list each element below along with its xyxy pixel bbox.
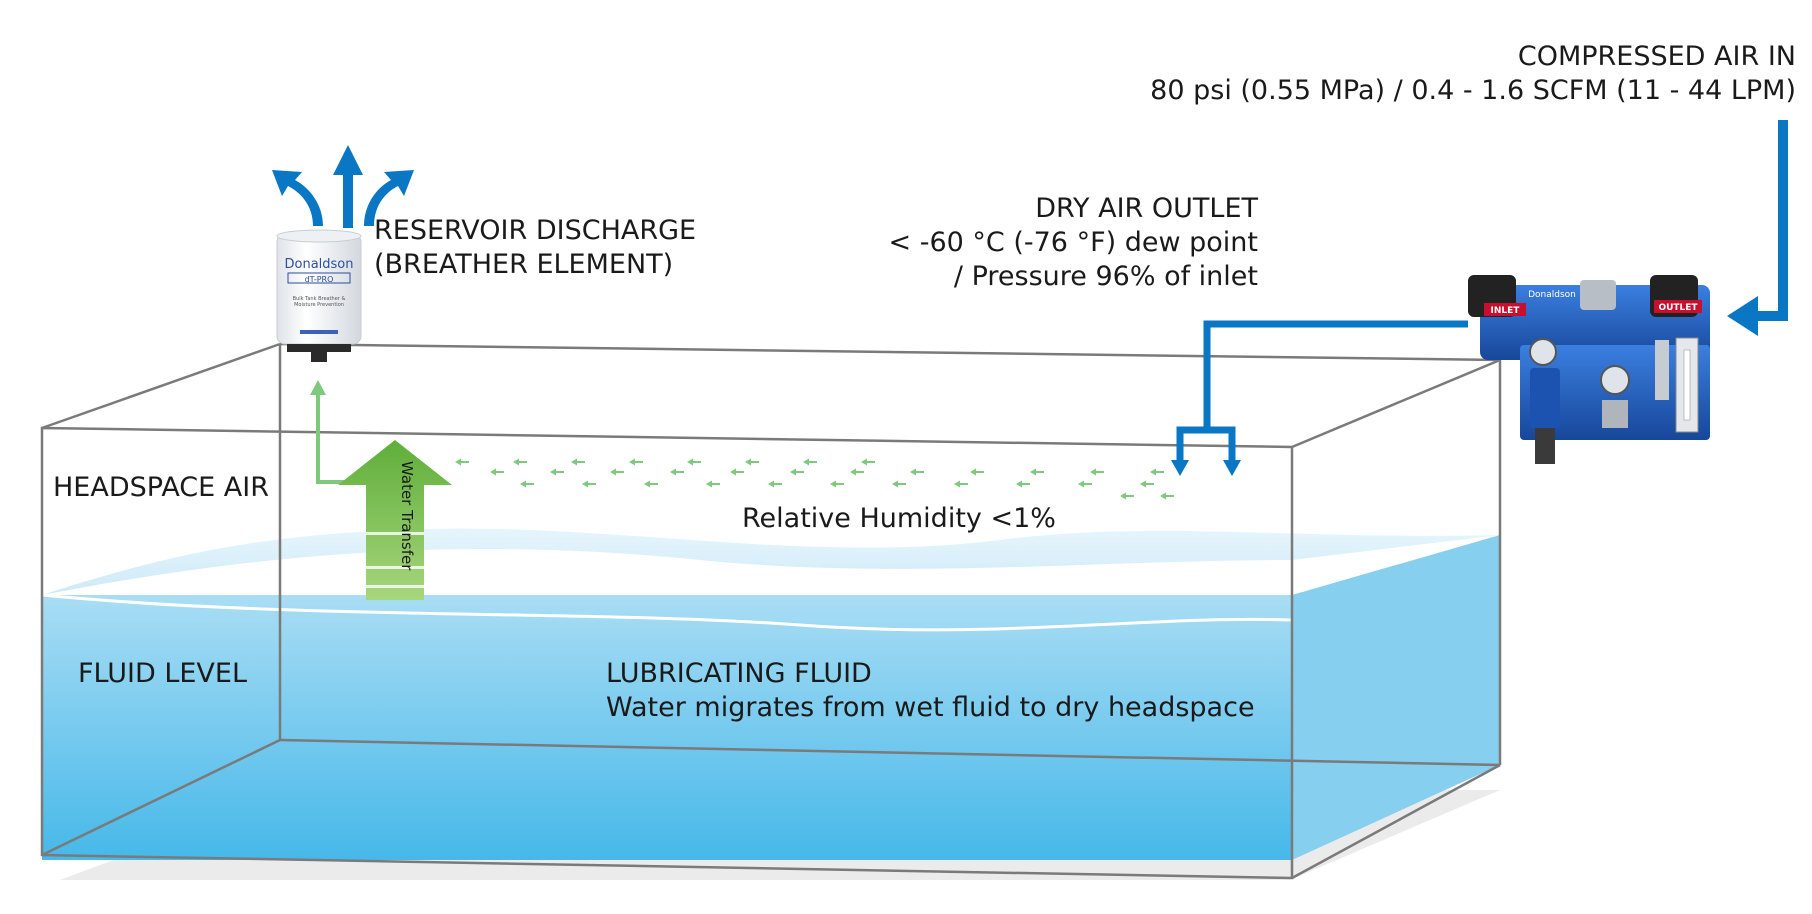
flow-arrow-head <box>803 458 809 466</box>
flow-arrow-head <box>1120 492 1126 500</box>
moisture-path-line <box>316 392 350 484</box>
lubricating-fluid-label: LUBRICATING FLUID Water migrates from we… <box>606 657 1255 725</box>
lubricating-fluid-title: LUBRICATING FLUID <box>606 658 872 689</box>
flow-arrow-head <box>571 458 577 466</box>
flow-arrow-head <box>892 480 898 488</box>
headspace-air-label: HEADSPACE AIR <box>53 472 269 503</box>
dryer-outlet-tag: OUTLET <box>1658 303 1698 313</box>
flow-arrow-head <box>790 468 796 476</box>
flow-arrow-head <box>455 458 461 466</box>
fluid-side-face <box>1292 535 1500 860</box>
flow-arrow-head <box>730 468 736 476</box>
water-transfer-arrow <box>338 440 452 600</box>
compressed-air-label: COMPRESSED AIR IN 80 psi (0.55 MPa) / 0.… <box>1150 40 1796 108</box>
flow-arrow-head <box>745 458 751 466</box>
breather-element: Donaldson dT-PRO Bulk Tank Breather & Mo… <box>276 229 362 362</box>
flow-arrow-head <box>1160 492 1166 500</box>
flow-arrow-head <box>687 458 693 466</box>
lubricating-fluid-desc: Water migrates from wet fluid to dry hea… <box>606 691 1255 723</box>
flow-arrow-head <box>850 468 856 476</box>
flow-arrow-head <box>644 480 650 488</box>
flow-arrow-head <box>1090 468 1096 476</box>
flow-arrow-head <box>830 480 836 488</box>
flow-arrow-head <box>910 468 916 476</box>
fluid-surface <box>42 528 1500 595</box>
dryer-brand: Donaldson <box>1528 290 1576 300</box>
reservoir-discharge-label: RESERVOIR DISCHARGE (BREATHER ELEMENT) <box>374 214 696 282</box>
flow-arrow-head <box>1078 480 1084 488</box>
flow-arrow-head <box>513 458 519 466</box>
breather-caption-1: Bulk Tank Breather & <box>293 296 346 302</box>
dryer-inlet-tag: INLET <box>1491 306 1521 316</box>
flow-arrow-head <box>1016 480 1022 488</box>
fluid-surface-edge <box>41 593 1293 632</box>
breather-caption-2: Moisture Prevention <box>294 302 344 308</box>
flow-arrow-head <box>490 468 496 476</box>
flow-arrow-head <box>520 480 526 488</box>
breather-product: dT-PRO <box>305 275 334 284</box>
flow-arrow-head <box>1140 480 1146 488</box>
flow-arrow-head <box>610 468 616 476</box>
dry-air-outlet-pressure: / Pressure 96% of inlet <box>953 260 1258 292</box>
compressed-air-title: COMPRESSED AIR IN <box>1517 41 1796 72</box>
compressed-air-spec: 80 psi (0.55 MPa) / 0.4 - 1.6 SCFM (11 -… <box>1150 74 1796 106</box>
humidity-flow-arrows <box>455 458 1174 500</box>
flow-arrow-head <box>629 458 635 466</box>
dry-air-pipe <box>1176 320 1468 462</box>
water-transfer-label: Water Transfer <box>398 461 416 571</box>
flow-arrow-head <box>1030 468 1036 476</box>
dry-air-outlet-label: DRY AIR OUTLET < -60 °C (-76 °F) dew poi… <box>889 192 1258 293</box>
compressed-air-arrowhead <box>1727 296 1758 336</box>
breather-brand: Donaldson <box>285 257 354 272</box>
fluid-front-face <box>42 595 1292 860</box>
dry-air-arrowhead-left <box>1171 460 1189 476</box>
flow-arrow-head <box>1150 468 1156 476</box>
flow-arrow-head <box>670 468 676 476</box>
flow-arrow-head <box>550 468 556 476</box>
compressed-air-pipe <box>1745 120 1788 321</box>
discharge-arrows-icon <box>272 145 414 228</box>
relative-humidity-label: Relative Humidity <1% <box>742 503 1056 534</box>
moisture-path-arrowhead <box>310 380 326 395</box>
flow-arrow-head <box>582 480 588 488</box>
flow-arrow-head <box>954 480 960 488</box>
dry-air-arrowhead-right <box>1223 460 1241 476</box>
reservoir-discharge-subtitle: (BREATHER ELEMENT) <box>374 248 674 280</box>
flow-arrow-head <box>706 480 712 488</box>
reservoir-discharge-title: RESERVOIR DISCHARGE <box>374 215 697 246</box>
flow-arrow-head <box>768 480 774 488</box>
fluid-level-label: FLUID LEVEL <box>78 658 248 689</box>
flow-arrow-head <box>970 468 976 476</box>
dry-air-outlet-title: DRY AIR OUTLET <box>1035 193 1258 224</box>
tank-outline <box>40 342 1502 880</box>
dry-air-outlet-dewpoint: < -60 °C (-76 °F) dew point <box>888 226 1258 258</box>
dryer-unit: INLET OUTLET Donaldson <box>1468 275 1710 464</box>
flow-arrow-head <box>861 458 867 466</box>
